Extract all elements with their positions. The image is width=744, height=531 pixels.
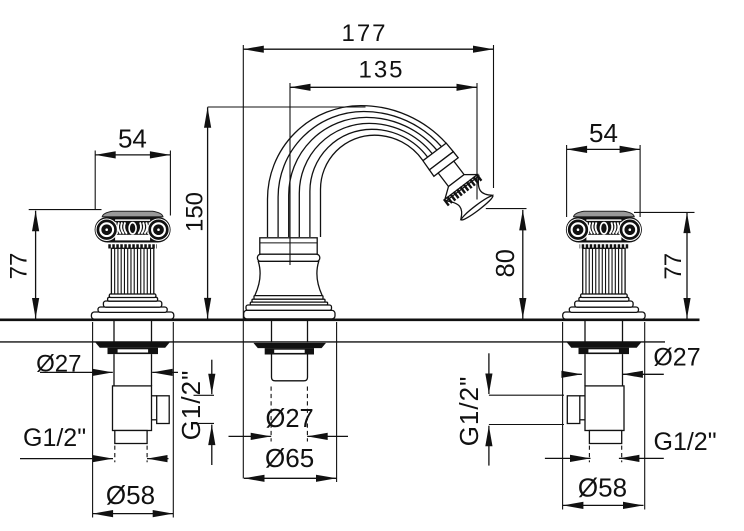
svg-text:77: 77 — [6, 253, 33, 280]
svg-text:54: 54 — [589, 118, 618, 148]
svg-text:G1/2": G1/2" — [23, 424, 86, 452]
svg-text:G1/2": G1/2" — [654, 428, 717, 456]
svg-text:Ø27: Ø27 — [36, 351, 81, 378]
svg-text:Ø27: Ø27 — [653, 344, 700, 372]
svg-text:150: 150 — [182, 192, 209, 232]
svg-text:Ø58: Ø58 — [106, 480, 155, 510]
svg-text:Ø58: Ø58 — [578, 473, 627, 503]
svg-text:54: 54 — [118, 124, 147, 154]
svg-text:Ø65: Ø65 — [265, 443, 314, 473]
svg-text:135: 135 — [358, 57, 404, 84]
svg-text:Ø27: Ø27 — [265, 405, 313, 433]
svg-text:77: 77 — [660, 253, 687, 280]
svg-text:80: 80 — [492, 249, 520, 277]
svg-text:177: 177 — [341, 20, 387, 47]
svg-text:G1/2": G1/2" — [454, 376, 484, 447]
svg-text:G1/2": G1/2" — [176, 370, 206, 441]
